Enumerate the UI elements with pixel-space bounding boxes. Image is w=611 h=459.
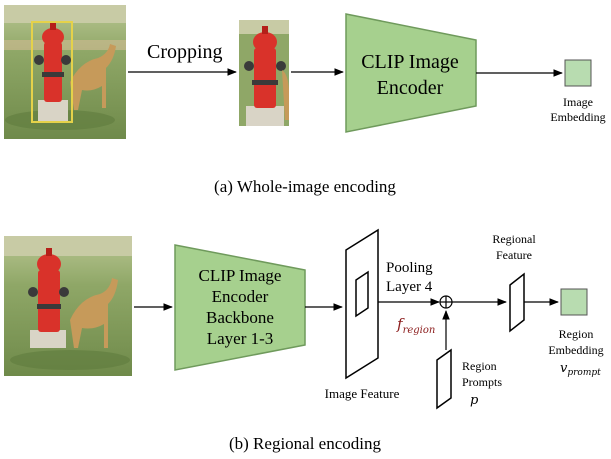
pooling-label-line1: Pooling [386, 260, 433, 276]
regional-feature-label-line1: Regional [492, 232, 536, 246]
image-embedding-label-line1: Image [563, 95, 593, 109]
backbone-label-line1: CLIP Image [199, 266, 282, 285]
backbone-label-line3: Backbone [206, 308, 274, 327]
region-prompts-label-line2: Prompts [462, 375, 502, 389]
image-embedding-box [564, 59, 592, 87]
region-embedding-box [560, 288, 588, 316]
input-photo-top [4, 5, 126, 139]
backbone-label-line2: Encoder [212, 287, 269, 306]
region-embedding-label-line2: Embedding [548, 343, 603, 357]
backbone-label-line4: Layer 1-3 [207, 329, 274, 348]
v-prompt-symbol: vprompt [560, 361, 601, 378]
bounding-box [31, 21, 73, 123]
caption-regional: (b) Regional encoding [229, 434, 382, 453]
region-embedding-label-line1: Region [559, 327, 594, 341]
clip-image-encoder [345, 13, 477, 133]
image-embedding-label-line2: Embedding [550, 110, 605, 124]
p-symbol: p [470, 393, 479, 408]
caption-whole-image: (a) Whole-image encoding [214, 177, 396, 196]
region-prompts-label-line1: Region [462, 359, 497, 373]
image-feature-label: Image Feature [325, 386, 400, 401]
pooling-label-line2: Layer 4 [386, 279, 433, 295]
clip-encoder-backbone [174, 244, 306, 371]
region-box-on-feature [355, 270, 369, 318]
sum-node [439, 295, 453, 309]
regional-feature-label-line2: Feature [496, 248, 532, 262]
encoder-label-line2: Encoder [377, 77, 444, 99]
crop-label: Cropping [147, 41, 223, 63]
input-photo-bottom [4, 236, 132, 376]
encoder-label-line1: CLIP Image [361, 51, 459, 73]
regional-feature-block [509, 272, 525, 333]
cropped-photo [239, 20, 289, 126]
f-region-symbol: fregion [396, 315, 435, 336]
region-prompts-block [436, 348, 452, 410]
